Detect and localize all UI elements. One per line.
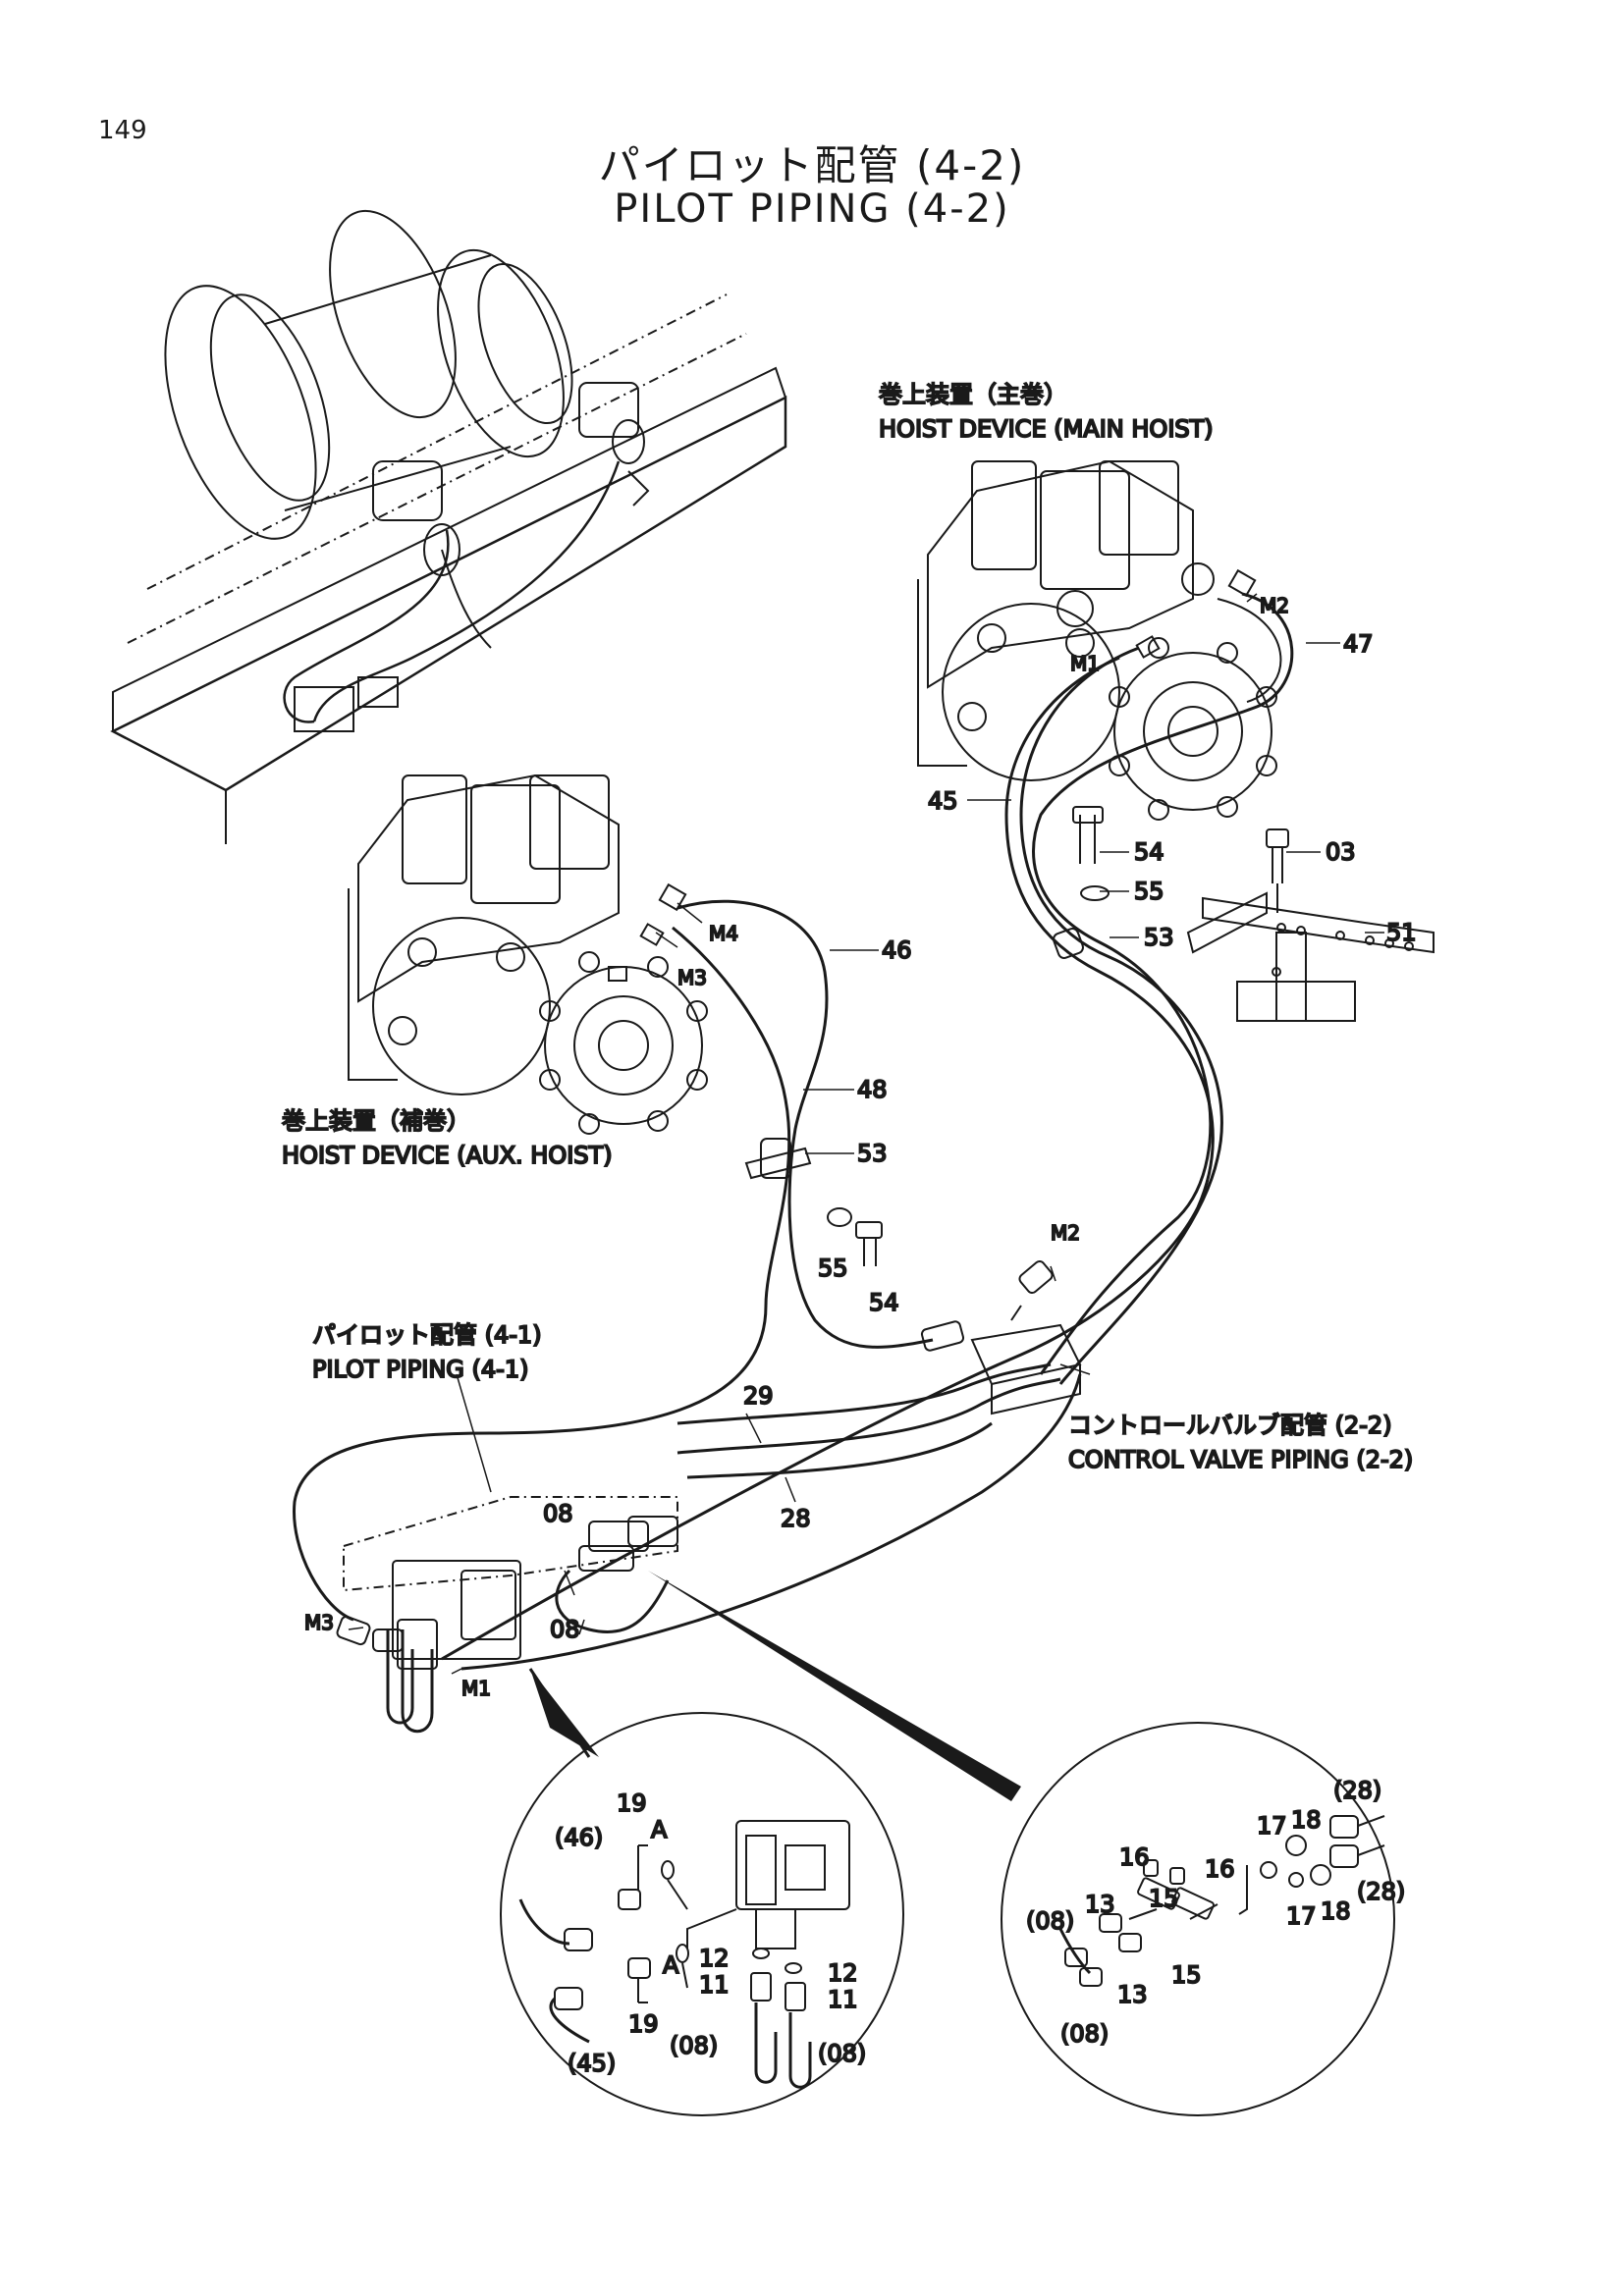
callout-28: 28 bbox=[781, 1505, 811, 1532]
winch-drum-overview bbox=[110, 209, 787, 844]
caption-cvp-jp: コントロールバルブ配管 (2-2) bbox=[1068, 1412, 1392, 1439]
detail-left-callouts: 19 A (46) A 19 (45) 12 12 11 11 (08) (08… bbox=[554, 1789, 867, 2078]
callout-29: 29 bbox=[743, 1382, 774, 1410]
callout-08-lower: 08 bbox=[550, 1616, 580, 1643]
callout-51: 51 bbox=[1386, 919, 1417, 946]
detail-left-19-bottom: 19 bbox=[628, 2010, 659, 2038]
port-m4-aux: M4 bbox=[709, 922, 738, 945]
port-m2-main: M2 bbox=[1260, 594, 1289, 617]
title-japanese: パイロット配管 (4-2) bbox=[598, 141, 1026, 189]
port-m1-block: M1 bbox=[461, 1677, 491, 1700]
leader-lines bbox=[348, 593, 1384, 1675]
page-number: 149 bbox=[98, 116, 147, 145]
detail-right-13-top: 13 bbox=[1085, 1891, 1115, 1918]
caption-pilot41-en: PILOT PIPING (4-1) bbox=[312, 1356, 528, 1383]
aux-hoist-motor bbox=[348, 774, 708, 1135]
detail-left-45: (45) bbox=[568, 2050, 616, 2077]
detail-right-17-bottom: 17 bbox=[1286, 1902, 1317, 1930]
detail-pointer-right bbox=[648, 1571, 1021, 1801]
detail-right-13-bottom: 13 bbox=[1117, 1981, 1148, 2008]
detail-pointer-left bbox=[530, 1669, 599, 1757]
control-valve-block bbox=[920, 1259, 1082, 1415]
title-english: PILOT PIPING (4-2) bbox=[614, 187, 1010, 232]
callout-55-mid: 55 bbox=[818, 1255, 848, 1282]
detail-leader-left bbox=[528, 1668, 591, 1758]
port-m3-aux: M3 bbox=[677, 966, 707, 989]
detail-left-12-right: 12 bbox=[828, 1959, 858, 1987]
caption-aux-hoist-en: HOIST DEVICE (AUX. HOIST) bbox=[282, 1142, 613, 1169]
callout-53-mid: 53 bbox=[857, 1140, 888, 1167]
detail-right-16-left: 16 bbox=[1119, 1843, 1150, 1871]
detail-right-16-right: 16 bbox=[1205, 1855, 1235, 1883]
detail-left-08-right: (08) bbox=[818, 2040, 866, 2067]
detail-right-08-bottom: (08) bbox=[1060, 2020, 1109, 2048]
callout-55-top: 55 bbox=[1134, 878, 1164, 905]
callout-54-mid: 54 bbox=[869, 1289, 899, 1316]
caption-pilot41-jp: パイロット配管 (4-1) bbox=[312, 1321, 542, 1349]
part-callouts: 47 45 54 03 55 53 51 46 48 53 55 54 29 2… bbox=[303, 593, 1418, 1701]
detail-right-08-top: (08) bbox=[1026, 1907, 1074, 1935]
detail-left-a-bottom: A bbox=[663, 1951, 679, 1979]
detail-right-15-top: 15 bbox=[1149, 1885, 1179, 1912]
bolt-54-washer-55-mid bbox=[827, 1207, 883, 1266]
detail-right-callouts: (28) (28) 17 18 16 16 15 13 (08) 17 18 1… bbox=[1025, 1776, 1406, 2049]
callout-03: 03 bbox=[1326, 838, 1356, 866]
detail-right-15-bottom: 15 bbox=[1171, 1961, 1202, 1989]
detail-right-28-bottom: (28) bbox=[1357, 1878, 1405, 1905]
hose-routing bbox=[293, 592, 1294, 1734]
detail-left-11-left: 11 bbox=[699, 1971, 730, 1999]
callout-46: 46 bbox=[882, 936, 912, 964]
detail-left-a-top: A bbox=[651, 1816, 668, 1843]
bracket-51 bbox=[1186, 891, 1435, 1022]
captions: 巻上装置（主巻） HOIST DEVICE (MAIN HOIST) 巻上装置（… bbox=[281, 380, 1414, 1474]
detail-left-08-left: (08) bbox=[670, 2032, 718, 2059]
detail-right-18-bottom: 18 bbox=[1321, 1897, 1351, 1925]
port-m3-block: M3 bbox=[304, 1611, 334, 1634]
callout-54-top: 54 bbox=[1134, 838, 1164, 866]
detail-left-19-top: 19 bbox=[617, 1789, 647, 1817]
detail-right-17-top: 17 bbox=[1257, 1812, 1287, 1840]
callout-48: 48 bbox=[857, 1076, 888, 1103]
detail-circle-left bbox=[500, 1712, 904, 2116]
detail-right-28-top: (28) bbox=[1333, 1777, 1381, 1804]
clamp-53-mid bbox=[744, 1138, 812, 1180]
clamp-53-top bbox=[1053, 928, 1084, 959]
pilot-valve-block bbox=[336, 1496, 678, 1670]
port-m1-main: M1 bbox=[1070, 652, 1100, 675]
detail-left-12-left: 12 bbox=[699, 1945, 730, 1972]
caption-main-hoist-jp: 巻上装置（主巻） bbox=[879, 381, 1067, 408]
bolt-54-washer-55-top bbox=[1072, 806, 1289, 913]
detail-right-18-top: 18 bbox=[1291, 1806, 1322, 1834]
port-m2-cv: M2 bbox=[1051, 1221, 1080, 1245]
detail-left-11-right: 11 bbox=[828, 1986, 858, 2013]
caption-aux-hoist-jp: 巻上装置（補巻） bbox=[282, 1107, 470, 1135]
detail-left-46: (46) bbox=[555, 1824, 603, 1851]
caption-cvp-en: CONTROL VALVE PIPING (2-2) bbox=[1068, 1446, 1413, 1473]
main-hoist-motor bbox=[917, 459, 1277, 821]
callout-08-upper: 08 bbox=[543, 1500, 573, 1527]
callout-45: 45 bbox=[928, 787, 958, 815]
callout-47: 47 bbox=[1343, 630, 1374, 658]
detail-circle-right bbox=[1001, 1722, 1395, 2116]
callout-53-top: 53 bbox=[1144, 924, 1174, 951]
caption-main-hoist-en: HOIST DEVICE (MAIN HOIST) bbox=[879, 415, 1214, 443]
